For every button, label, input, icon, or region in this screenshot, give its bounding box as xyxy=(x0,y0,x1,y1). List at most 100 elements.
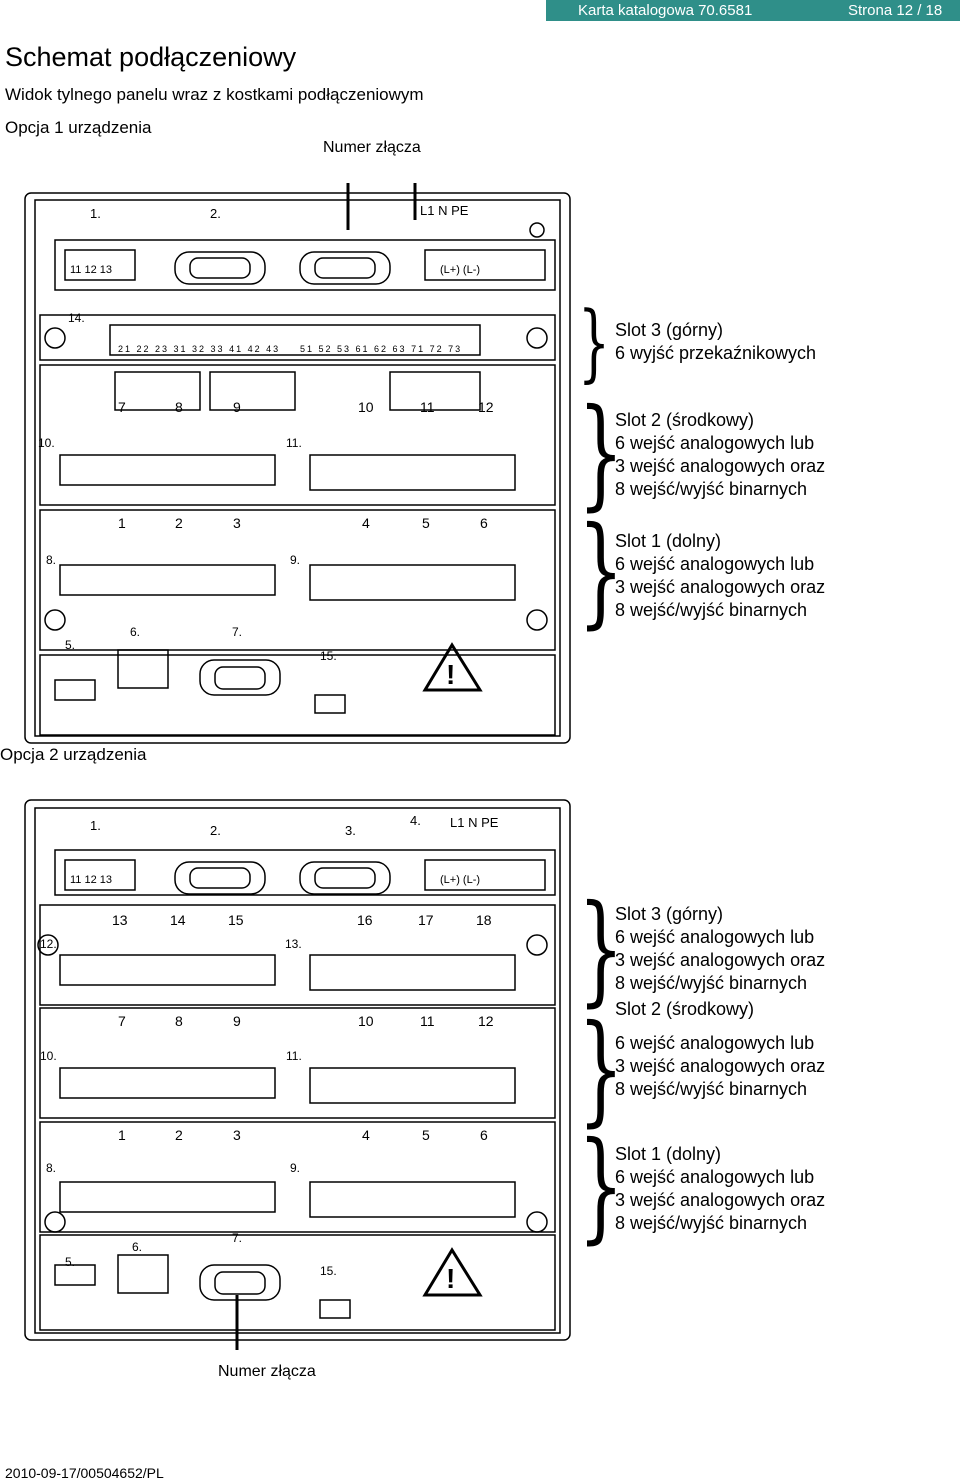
ch-5: 5 xyxy=(422,1127,430,1143)
ch-12: 12 xyxy=(478,1013,494,1029)
opt2-slot2-line: 6 wejść analogowych lub xyxy=(615,1033,815,1053)
opt1-slot2-line: 8 wejść/wyjść binarnych xyxy=(615,479,808,499)
opt2-slot2-title: Slot 2 (środkowy) xyxy=(615,999,755,1019)
conn-7-label: 7. xyxy=(232,625,242,639)
ch-17: 17 xyxy=(418,912,434,928)
power-sub-label: (L+) (L-) xyxy=(440,874,480,886)
conn-9-label: 9. xyxy=(290,553,300,567)
ch-4: 4 xyxy=(362,515,370,531)
opt2-slot2-line: 8 wejść/wyjść binarnych xyxy=(615,1079,808,1099)
opt2-slot1-line: 3 wejść analogowych oraz xyxy=(615,1190,826,1210)
conn-4-label: 4. xyxy=(410,813,421,828)
conn-1-label: 1. xyxy=(90,818,101,833)
opt2-slot1-title: Slot 1 (dolny) xyxy=(615,1144,722,1164)
warning-icon: ! xyxy=(446,659,455,690)
brace-icon: } xyxy=(578,1117,624,1256)
ch-10: 10 xyxy=(358,399,374,415)
catalog-number: Karta katalogowa 70.6581 xyxy=(578,2,753,19)
opt2-slot3-title: Slot 3 (górny) xyxy=(615,904,724,924)
ch-6: 6 xyxy=(480,1127,488,1143)
conn-14-label: 14. xyxy=(68,311,85,325)
ch-16: 16 xyxy=(357,912,373,928)
ch-3: 3 xyxy=(233,515,241,531)
conn-11-label: 11. xyxy=(286,436,302,450)
ch-9: 9 xyxy=(233,1013,241,1029)
ch-14: 14 xyxy=(170,912,186,928)
page-subtitle: Widok tylnego panelu wraz z kostkami pod… xyxy=(5,85,424,104)
header-bar: Karta katalogowa 70.6581 Strona 12 / 18 xyxy=(546,0,960,21)
conn-1-label: 1. xyxy=(90,206,101,221)
ch-1: 1 xyxy=(118,515,126,531)
opt1-slot2-title: Slot 2 (środkowy) xyxy=(615,410,755,430)
opt1-slot1: Slot 1 (dolny) 6 wejść analogowych lub 3… xyxy=(615,530,825,622)
brace-icon: } xyxy=(578,880,624,1019)
opt1-slot3-title: Slot 3 (górny) xyxy=(615,320,724,340)
opt2-slot3-line: 6 wejść analogowych lub xyxy=(615,927,815,947)
opt2-slot3-line: 3 wejść analogowych oraz xyxy=(615,950,826,970)
relay-conn-label: 11 12 13 xyxy=(70,264,112,276)
opt2-slot3-line: 8 wejść/wyjść binarnych xyxy=(615,973,808,993)
conn-9-label: 9. xyxy=(290,1161,300,1175)
ch-4: 4 xyxy=(362,1127,370,1143)
option2-callout: Numer złącza xyxy=(218,1363,316,1380)
conn-12-label: 12. xyxy=(40,937,57,951)
ch-5: 5 xyxy=(422,515,430,531)
opt1-slot1-line: 6 wejść analogowych lub xyxy=(615,554,815,574)
brace-icon: } xyxy=(578,502,624,641)
conn-7-label: 7. xyxy=(232,1231,242,1245)
ch-3: 3 xyxy=(233,1127,241,1143)
ch-11: 11 xyxy=(420,399,435,415)
opt1-slot2-line: 3 wejść analogowych oraz xyxy=(615,456,826,476)
opt2-slot2: 6 wejść analogowych lub 3 wejść analogow… xyxy=(615,1032,825,1101)
opt2-slot1-line: 8 wejść/wyjść binarnych xyxy=(615,1213,808,1233)
opt1-slot1-title: Slot 1 (dolny) xyxy=(615,531,722,551)
conn-5-label: 5. xyxy=(65,638,75,652)
opt2-slot3: Slot 3 (górny) 6 wejść analogowych lub 3… xyxy=(615,903,825,995)
conn-11-label: 11. xyxy=(286,1049,302,1063)
brace-icon: } xyxy=(578,1000,624,1139)
page-title: Schemat podłączeniowy xyxy=(5,42,297,72)
ch-11: 11 xyxy=(420,1013,435,1029)
ch-7: 7 xyxy=(118,399,126,415)
ch-8: 8 xyxy=(175,1013,183,1029)
power-sub-label: (L+) (L-) xyxy=(440,264,480,276)
opt1-slot1-line: 8 wejść/wyjść binarnych xyxy=(615,600,808,620)
option2-panel-diagram: 1. 2. 3. 4. L1 N PE 11 12 13 (L+) (L-) 1… xyxy=(24,799,571,1350)
ch-1: 1 xyxy=(118,1127,126,1143)
ch-18: 18 xyxy=(476,912,492,928)
page-number: Strona 12 / 18 xyxy=(848,2,943,19)
power-label: L1 N PE xyxy=(450,815,499,830)
footer-doc-id: 2010-09-17/00504652/PL xyxy=(5,1465,164,1481)
option1-callout: Numer złącza xyxy=(323,139,421,156)
conn-10-label: 10. xyxy=(38,436,55,450)
conn-8-label: 8. xyxy=(46,1161,56,1175)
conn-6-label: 6. xyxy=(130,625,140,639)
ch-6: 6 xyxy=(480,515,488,531)
conn-2-label: 2. xyxy=(210,206,221,221)
opt1-slot3: Slot 3 (górny) 6 wyjść przekaźnikowych xyxy=(615,319,816,365)
ch-8: 8 xyxy=(175,399,183,415)
opt2-slot1-line: 6 wejść analogowych lub xyxy=(615,1167,815,1187)
ch-10: 10 xyxy=(358,1013,374,1029)
ch-13: 13 xyxy=(112,912,128,928)
option1-label: Opcja 1 urządzenia xyxy=(5,118,152,137)
brace-icon: } xyxy=(578,293,611,391)
opt1-slot2-line: 6 wejść analogowych lub xyxy=(615,433,815,453)
conn-15-label: 15. xyxy=(320,1264,337,1278)
ch-2: 2 xyxy=(175,515,183,531)
ch-9: 9 xyxy=(233,399,241,415)
relay-terminals-b: 51 52 53 61 62 63 71 72 73 xyxy=(300,344,462,354)
opt1-slot3-line: 6 wyjść przekaźnikowych xyxy=(615,343,817,363)
warning-icon: ! xyxy=(446,1263,455,1294)
ch-2: 2 xyxy=(175,1127,183,1143)
conn-13-label: 13. xyxy=(285,937,302,951)
ch-15: 15 xyxy=(228,912,244,928)
conn-15-label: 15. xyxy=(320,649,337,663)
conn-6-label: 6. xyxy=(132,1240,142,1254)
ch-7: 7 xyxy=(118,1013,126,1029)
conn-2-label: 2. xyxy=(210,823,221,838)
conn-3-label: 3. xyxy=(345,823,356,838)
relay-terminals-a: 21 22 23 31 32 33 41 42 43 xyxy=(118,344,280,354)
conn-10-label: 10. xyxy=(40,1049,57,1063)
opt2-slot2-line: 3 wejść analogowych oraz xyxy=(615,1056,826,1076)
